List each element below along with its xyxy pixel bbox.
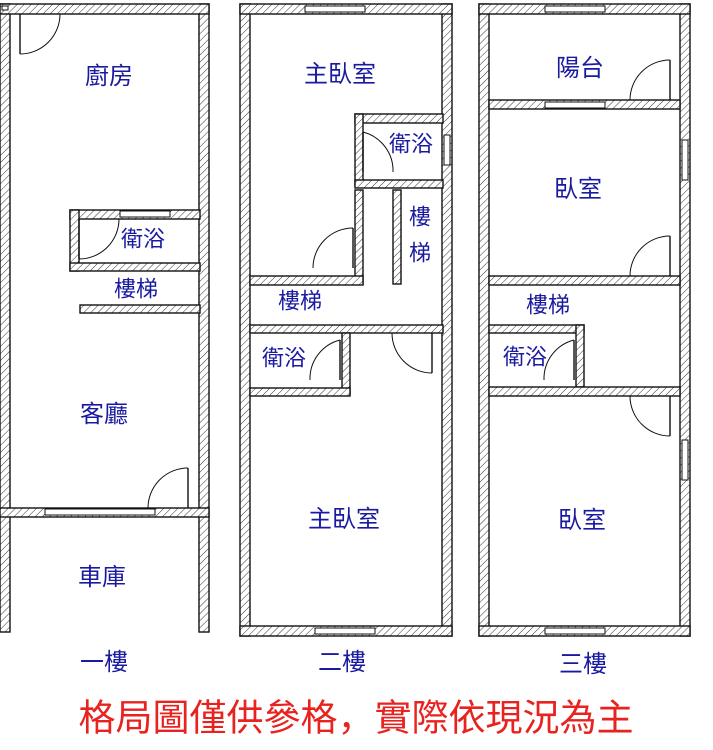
floor-label-3: 三樓 xyxy=(559,650,607,678)
floor-label-2: 二樓 xyxy=(318,648,366,676)
wall xyxy=(488,275,681,286)
room-label-stairs-part-1: 樓 xyxy=(409,206,431,231)
room-label-stairs: 樓梯 xyxy=(114,278,158,303)
wall xyxy=(0,3,11,633)
door xyxy=(362,131,394,173)
room-label-master-bedroom: 主臥室 xyxy=(308,505,380,533)
room-label-stairs-part-2: 梯 xyxy=(409,242,431,267)
window xyxy=(544,5,606,13)
window xyxy=(304,5,366,13)
wall xyxy=(249,387,351,397)
room-label-garage: 車庫 xyxy=(78,563,126,591)
room-label-bedroom: 臥室 xyxy=(558,506,606,534)
wall xyxy=(575,324,585,388)
floor-label-1: 一樓 xyxy=(80,648,128,676)
wall xyxy=(341,332,351,396)
wall xyxy=(239,3,251,637)
door xyxy=(391,332,433,374)
window xyxy=(314,627,376,635)
room-label-bedroom: 臥室 xyxy=(554,175,602,203)
door xyxy=(309,339,341,381)
wall xyxy=(69,209,80,272)
wall xyxy=(478,3,490,637)
room-label-bathroom: 衛浴 xyxy=(503,346,547,371)
wall xyxy=(354,113,364,187)
door xyxy=(543,339,575,381)
door xyxy=(629,235,671,277)
wall xyxy=(679,3,691,637)
wall xyxy=(69,262,201,272)
window xyxy=(544,101,606,109)
window xyxy=(681,139,689,181)
window xyxy=(44,508,156,516)
window xyxy=(119,210,171,218)
wall xyxy=(354,113,444,124)
window xyxy=(1,5,9,11)
room-label-bathroom: 衛浴 xyxy=(262,347,306,372)
floor-3-plan: 陽台 臥室 樓梯 衛浴 臥室 三樓 xyxy=(478,3,691,678)
door xyxy=(629,59,671,101)
wall xyxy=(354,179,444,189)
window xyxy=(681,439,689,481)
room-label-bathroom: 衛浴 xyxy=(389,133,433,158)
room-label-stairs: 樓梯 xyxy=(526,294,570,319)
wall xyxy=(79,304,201,314)
window xyxy=(544,627,606,635)
wall xyxy=(354,189,364,285)
window xyxy=(443,134,451,166)
room-label-bathroom: 衛浴 xyxy=(121,228,165,253)
room-label-living-room: 客廳 xyxy=(80,400,128,428)
wall xyxy=(249,324,444,334)
wall xyxy=(441,3,453,637)
room-label-stairs: 樓梯 xyxy=(278,290,322,315)
floor-1-plan: 廚房 衛浴 樓梯 客廳 車庫 一樓 xyxy=(0,3,210,676)
door xyxy=(19,13,61,55)
floor-2-plan: 主臥室 衛浴 樓 梯 樓梯 衛浴 主臥室 二樓 xyxy=(239,3,453,676)
room-label-kitchen: 廚房 xyxy=(85,62,133,90)
wall xyxy=(198,3,210,633)
wall xyxy=(249,275,364,286)
wall xyxy=(392,189,402,285)
door xyxy=(312,227,354,269)
door xyxy=(629,395,671,437)
wall xyxy=(488,386,681,397)
door xyxy=(147,467,189,509)
door xyxy=(78,218,120,260)
room-label-balcony: 陽台 xyxy=(556,54,604,82)
disclaimer-text: 格局圖僅供參格，實際依現況為主 xyxy=(79,697,634,740)
wall xyxy=(488,324,585,334)
room-label-master-bedroom: 主臥室 xyxy=(304,60,376,88)
wall xyxy=(0,3,210,15)
